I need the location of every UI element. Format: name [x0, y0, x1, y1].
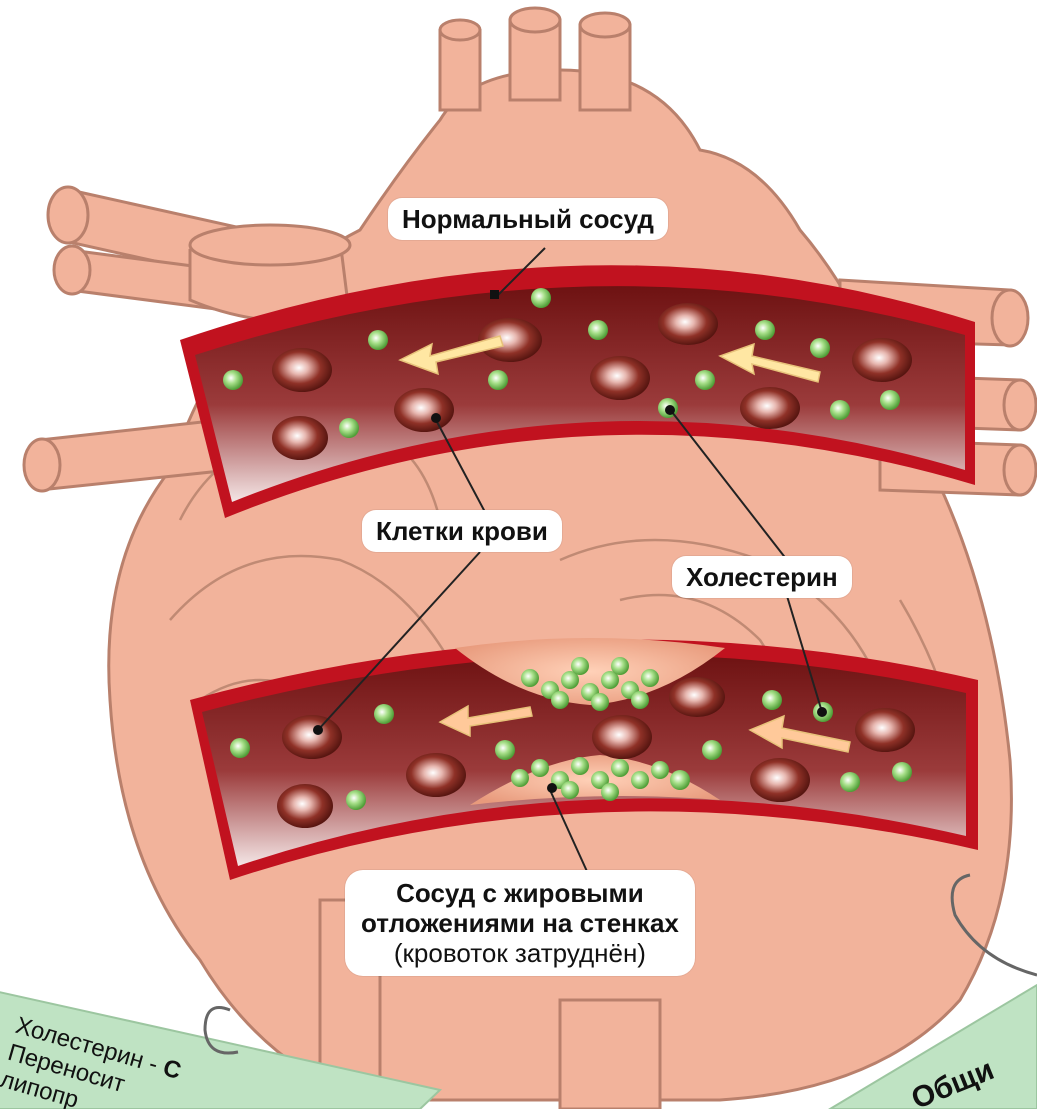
cholesterol-particle — [702, 740, 722, 760]
blood-cell — [750, 758, 810, 802]
label-fatty-note: (кровоток затруднён) — [361, 938, 679, 968]
blood-cell — [852, 338, 912, 382]
label-cholesterol: Холестерин — [672, 556, 852, 598]
label-fatty-vessel: Сосуд с жировыми отложениями на стенках … — [345, 870, 695, 976]
label-fatty-line1: Сосуд с жировыми — [361, 878, 679, 908]
blood-cell — [740, 387, 800, 429]
cholesterol-particle — [762, 690, 782, 710]
blood-cell — [277, 784, 333, 828]
blood-cell — [590, 356, 650, 400]
label-normal-vessel: Нормальный сосуд — [388, 198, 668, 240]
cholesterol-particle — [495, 740, 515, 760]
cholesterol-particle — [695, 370, 715, 390]
cholesterol-particle — [531, 288, 551, 308]
cholesterol-particle — [230, 738, 250, 758]
blood-cell — [394, 388, 454, 432]
blood-cell — [282, 715, 342, 759]
cholesterol-particle — [223, 370, 243, 390]
cholesterol-particle — [670, 770, 690, 790]
label-blood-cells: Клетки крови — [362, 510, 562, 552]
cholesterol-particle — [892, 762, 912, 782]
blood-cell — [592, 715, 652, 759]
blood-cell — [406, 753, 466, 797]
cholesterol-particle — [840, 772, 860, 792]
cholesterol-particle — [755, 320, 775, 340]
blood-cell — [272, 416, 328, 460]
cholesterol-particle — [368, 330, 388, 350]
cholesterol-particle — [339, 418, 359, 438]
cholesterol-particle — [810, 338, 830, 358]
blood-cell — [855, 708, 915, 752]
cholesterol-particle — [880, 390, 900, 410]
cholesterol-particle — [488, 370, 508, 390]
cholesterol-particle — [830, 400, 850, 420]
blood-cell — [669, 677, 725, 717]
cholesterol-particle — [588, 320, 608, 340]
cholesterol-particle — [374, 704, 394, 724]
blood-cell — [658, 303, 718, 345]
label-fatty-line2: отложениями на стенках — [361, 908, 679, 938]
blood-cell — [272, 348, 332, 392]
cholesterol-particle — [346, 790, 366, 810]
